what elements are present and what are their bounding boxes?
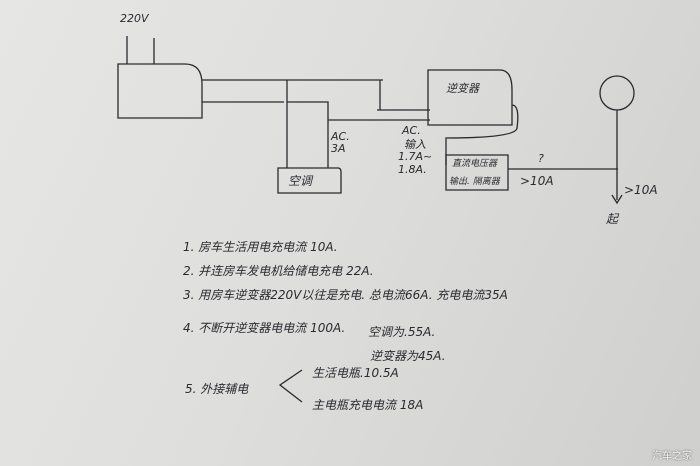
ac-unit-box: [277, 167, 342, 194]
note-5-branch-2: 主电瓶充电电流 18A: [312, 398, 424, 412]
ac-unit-label: 空调: [288, 174, 313, 188]
dc-box-line1: 直流电压器: [452, 159, 498, 169]
source-box: [117, 63, 203, 119]
note-5-branch-1: 生活电瓶.10.5A: [312, 366, 399, 380]
note-3: 3. 用房车逆变器220V以往是充电. 总电流66A. 充电电流35A: [183, 288, 508, 302]
ac-input-label: AC.: [402, 124, 421, 137]
battery-current: >10A: [624, 183, 658, 197]
wire-battery: [611, 110, 623, 205]
wire-mid: [202, 80, 288, 168]
inverter-box: [427, 69, 513, 126]
note-4: 4. 不断开逆变器电电流 100A.: [183, 321, 346, 335]
note-5-label: 5. 外接辅电: [185, 382, 249, 396]
wire-top: [202, 79, 383, 110]
dc-out-current: >10A: [520, 174, 554, 188]
inverter-label: 逆变器: [446, 82, 479, 95]
ac-input-range2: 1.8A.: [398, 163, 427, 176]
note-4-ac: 空调为.55A.: [368, 325, 436, 339]
wire-ac: [287, 101, 430, 168]
ac-input-sub: 输入: [404, 138, 426, 151]
ac-input-range1: 1.7A~: [398, 150, 433, 163]
wire-inverter-dc: [445, 104, 519, 165]
battery-circle: [599, 75, 635, 111]
note-4-inverter: 逆变器为45A.: [370, 349, 446, 363]
source-label: 220V: [120, 12, 149, 25]
ac-current-label: AC. 3A: [331, 130, 350, 155]
note5-bracket: [278, 369, 303, 403]
question-mark: ?: [538, 152, 544, 165]
note-2: 2. 并连房车发电机给储电充电 22A.: [183, 264, 374, 278]
note-1: 1. 房车生活用电充电流 10A.: [183, 240, 338, 254]
dc-box-line2: 输出. 隔离器: [449, 177, 500, 187]
watermark: 汽车之家: [652, 451, 692, 462]
dc-converter-box: [445, 154, 509, 191]
battery-label: 起: [606, 212, 619, 226]
